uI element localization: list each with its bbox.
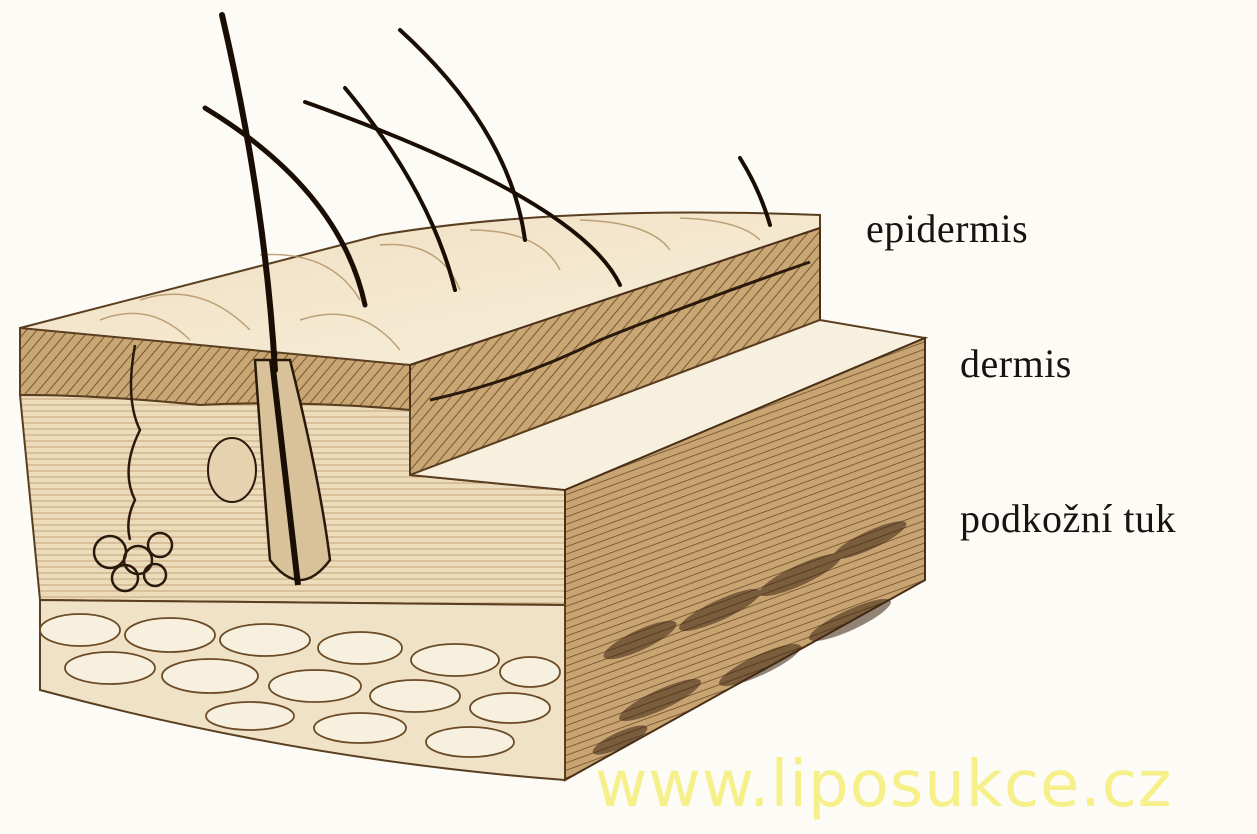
label-subcutaneous-fat: podkožní tuk (960, 495, 1176, 542)
label-dermis: dermis (960, 340, 1072, 387)
subcutaneous-fat-front-face (40, 600, 565, 780)
label-epidermis: epidermis (866, 205, 1028, 252)
watermark-url: www.liposukce.cz (595, 748, 1173, 822)
sebaceous-gland (208, 438, 256, 502)
